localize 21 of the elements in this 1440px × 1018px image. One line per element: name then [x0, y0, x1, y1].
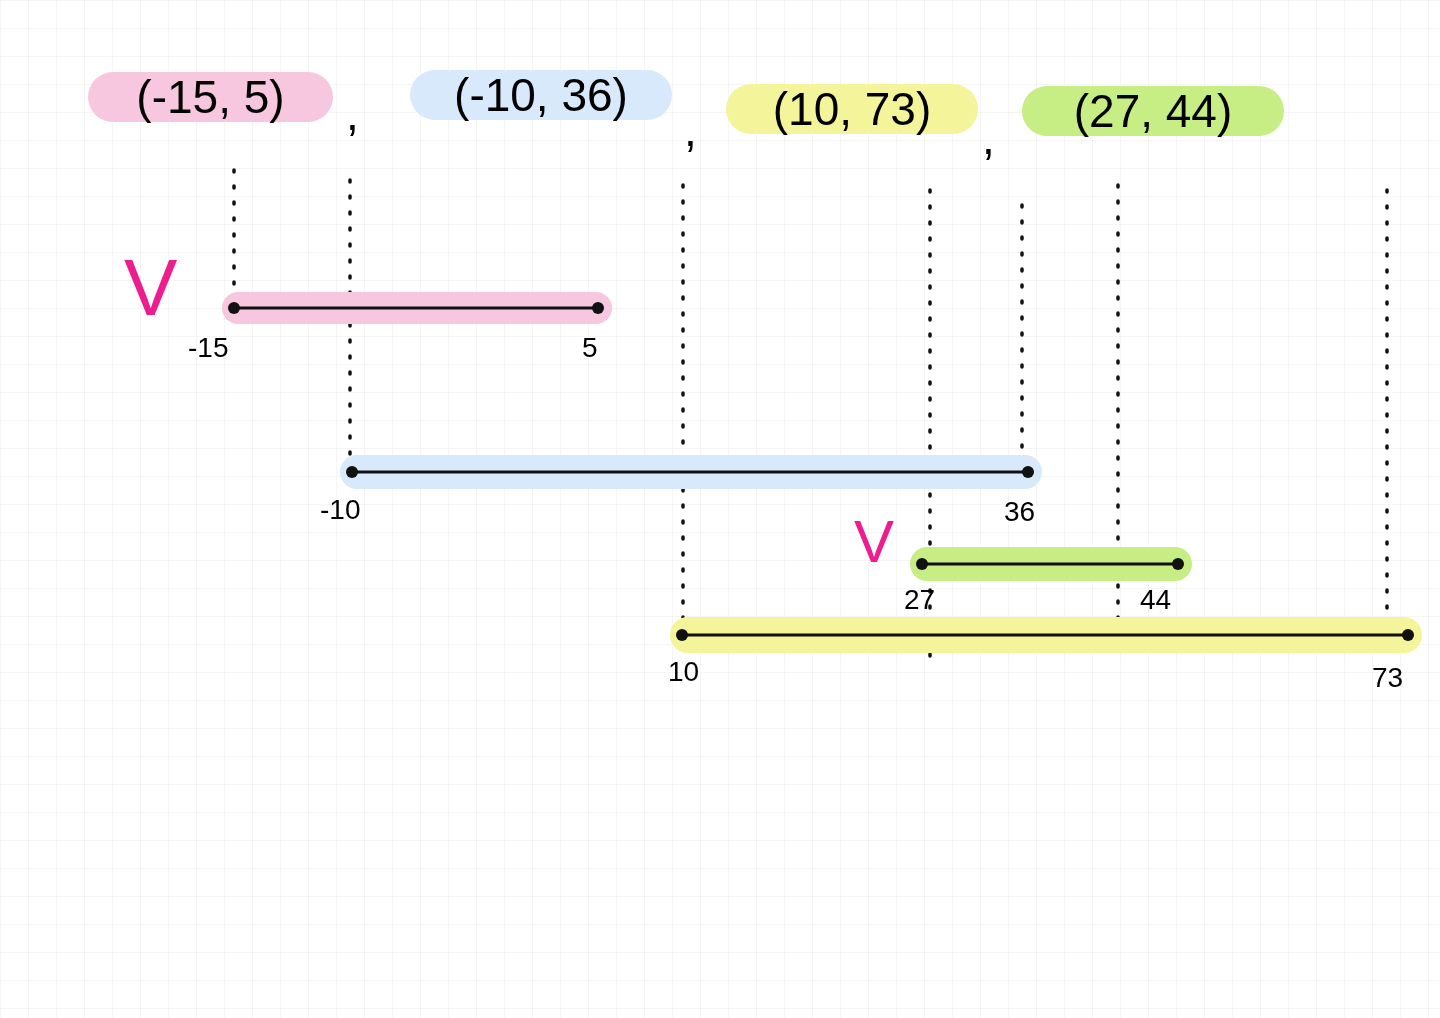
handwritten-mark: , [346, 87, 359, 142]
highlighted-interval [88, 72, 333, 122]
highlighted-interval [1022, 86, 1284, 136]
endpoint-label: 5 [582, 334, 598, 362]
handwritten-mark: , [684, 103, 697, 158]
highlighted-interval [726, 84, 978, 134]
endpoint-label: 44 [1140, 586, 1172, 614]
handwritten-mark: V [124, 248, 178, 328]
handwritten-mark: , [982, 111, 995, 166]
endpoint-label: -15 [188, 334, 229, 362]
endpoint-label: 36 [1004, 498, 1036, 526]
endpoint-label: 10 [668, 658, 700, 686]
interval-bar [340, 455, 1042, 489]
endpoint-label: 27 [904, 586, 936, 614]
interval-bar [222, 292, 612, 324]
handwritten-mark: V [854, 512, 895, 572]
interval-bar [670, 617, 1422, 653]
highlighted-interval [410, 70, 672, 120]
endpoint-label: 73 [1372, 664, 1404, 692]
endpoint-label: -10 [320, 496, 361, 524]
interval-bar [910, 547, 1192, 581]
